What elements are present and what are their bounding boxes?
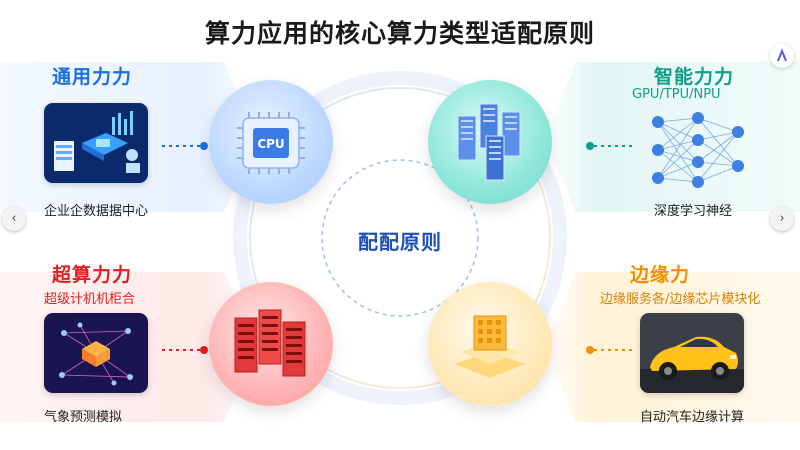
neural-network-icon (652, 112, 744, 188)
next-arrow-button[interactable]: › (770, 207, 794, 231)
weather-caption: 气象预测模拟 (44, 410, 123, 425)
general-compute-title: 通用力力 (52, 66, 133, 88)
data-center-caption: 企业企数据据中心 (44, 204, 149, 219)
super-compute-title: 超算力力 (52, 264, 133, 286)
intelligent-compute-title: 智能力力 (654, 66, 735, 88)
intelligent-compute-subtitle: GPU/TPU/NPU (632, 87, 721, 102)
page-title: 算力应用的核心算力类型适配原则 (204, 19, 595, 48)
autonomous-car-caption: 自动汽车边缘计算 (640, 410, 745, 425)
svg-text:CPU: CPU (257, 137, 284, 151)
intelligent-circle (428, 80, 552, 204)
edge-circle (428, 282, 552, 406)
edge-connector-dots (586, 346, 632, 354)
deep-learning-caption: 深度学习神经 (654, 204, 733, 219)
data-center-thumbnail (44, 103, 148, 183)
super-circle (209, 282, 333, 406)
edge-module-icon (454, 315, 526, 378)
assistant-icon[interactable] (770, 44, 794, 68)
weather-simulation-thumbnail (44, 313, 148, 393)
server-blades-icon (457, 103, 521, 181)
edge-compute-title: 边缘力 (630, 264, 691, 286)
autonomous-car-thumbnail (640, 313, 744, 393)
cpu-chip-icon: CPU (237, 112, 305, 174)
super-connector-dots (162, 346, 208, 354)
super-compute-subtitle: 超级计机机柜合 (44, 292, 136, 307)
server-racks-icon (234, 309, 306, 377)
prev-arrow-button[interactable]: ‹ (2, 207, 26, 231)
intelligent-connector-dots (586, 142, 632, 150)
center-label: 配配原则 (358, 230, 442, 254)
edge-compute-subtitle: 边缘服务各/边缘芯片模块化 (600, 292, 761, 307)
cpu-circle: CPU (209, 80, 333, 204)
general-connector-dots (162, 142, 208, 150)
